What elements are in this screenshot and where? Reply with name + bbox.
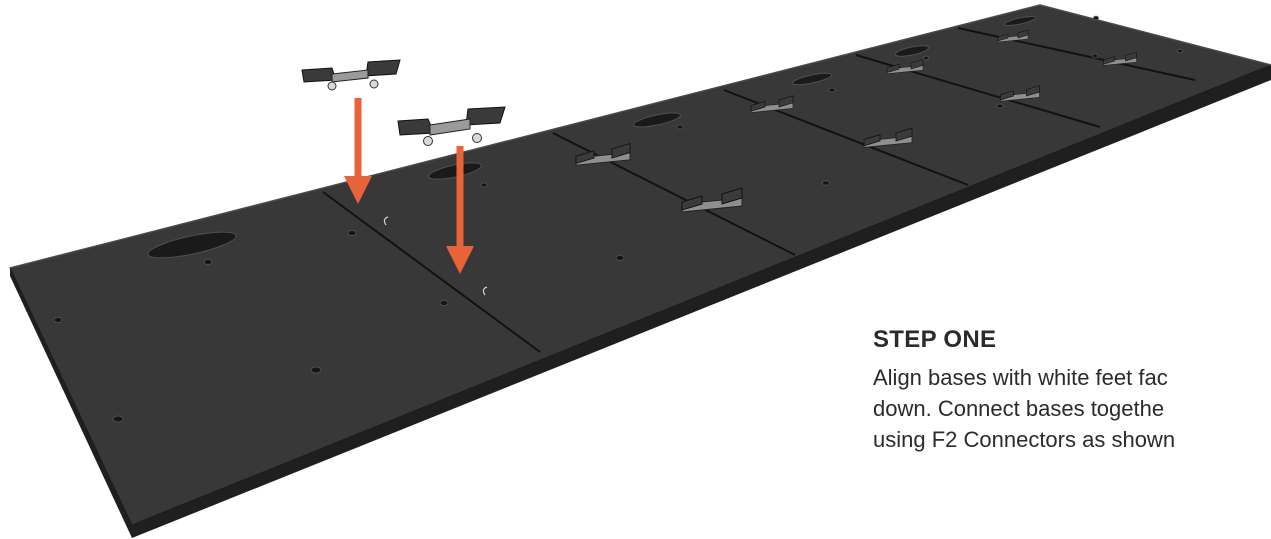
hole xyxy=(616,256,624,261)
hole xyxy=(440,301,448,306)
hole xyxy=(677,125,683,129)
hole xyxy=(1094,16,1099,20)
hole xyxy=(1092,54,1098,58)
hole xyxy=(54,318,62,323)
hole xyxy=(829,88,835,92)
step-title: STEP ONE xyxy=(873,326,1271,354)
hole xyxy=(1178,49,1183,53)
step-instruction-line: down. Connect bases togethe xyxy=(873,393,1271,424)
step-instruction-line: Align bases with white feet fac xyxy=(873,362,1271,393)
hole xyxy=(113,416,123,422)
floating-connectors xyxy=(302,60,505,146)
hole xyxy=(204,260,212,265)
hole xyxy=(348,231,356,236)
hole xyxy=(997,104,1003,108)
f2-connector-icon xyxy=(302,60,400,90)
hole xyxy=(311,367,321,373)
hole xyxy=(924,56,929,60)
hole xyxy=(481,183,487,187)
step-instruction-line: using F2 Connectors as shown xyxy=(873,424,1271,455)
base-platform xyxy=(10,5,1271,538)
step-caption: STEP ONE Align bases with white feet fac… xyxy=(873,326,1271,455)
f2-connector-icon xyxy=(398,107,505,146)
hole xyxy=(823,181,830,185)
